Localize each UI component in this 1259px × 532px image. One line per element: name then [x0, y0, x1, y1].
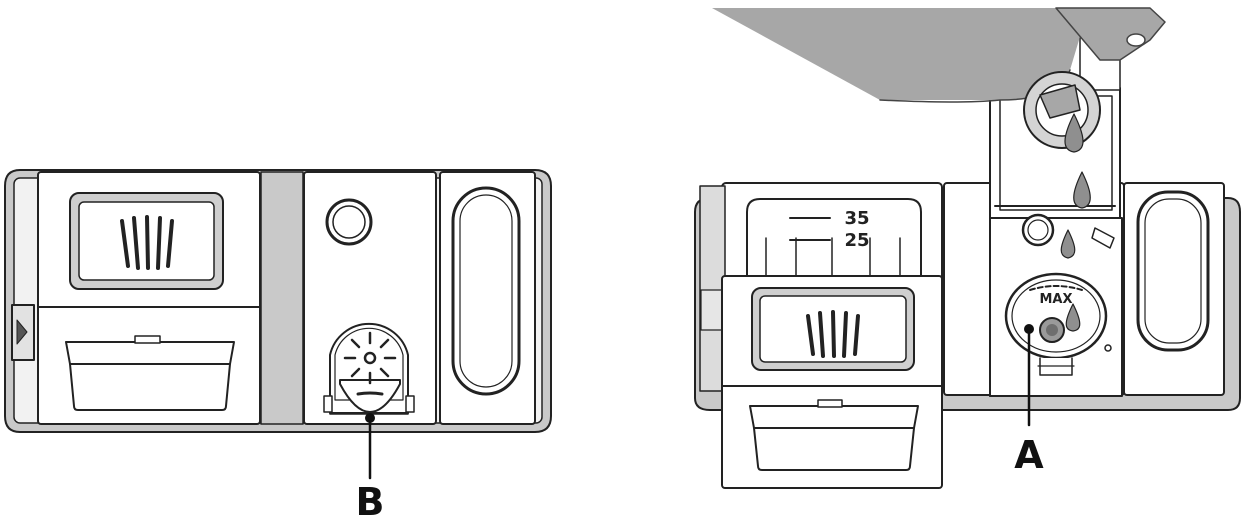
detergent-lid-open	[721, 275, 943, 489]
rinse-aid-drops	[1060, 113, 1091, 259]
callout-a-label: A	[1014, 433, 1044, 477]
rinse-aid-bottle	[712, 7, 1166, 149]
drop-icon	[1073, 171, 1091, 209]
wash-lines-icon	[120, 215, 174, 270]
detergent-measure-cup: 35 25	[746, 198, 922, 277]
sun-icon	[343, 331, 397, 385]
rinse-aid-window-open	[1123, 182, 1225, 396]
scale-lower: 25	[844, 230, 869, 251]
rinse-aid-window	[439, 171, 536, 425]
detergent-lid	[37, 171, 261, 425]
drop-icon	[1060, 229, 1076, 259]
rinse-aid-section	[303, 171, 437, 425]
open-dispenser: 35 25	[694, 7, 1241, 489]
callout-b-label: B	[356, 480, 385, 524]
max-label: MAX	[1039, 292, 1072, 307]
callout-a: A	[1014, 324, 1044, 477]
callout-b: B	[356, 413, 385, 524]
wash-lines-icon-open	[806, 310, 860, 358]
scale-upper: 35	[844, 208, 869, 229]
level-indicator: MAX	[1004, 272, 1112, 360]
drop-icon	[1064, 113, 1084, 153]
closed-dispenser: B	[4, 169, 552, 524]
latch-handle	[65, 335, 235, 411]
